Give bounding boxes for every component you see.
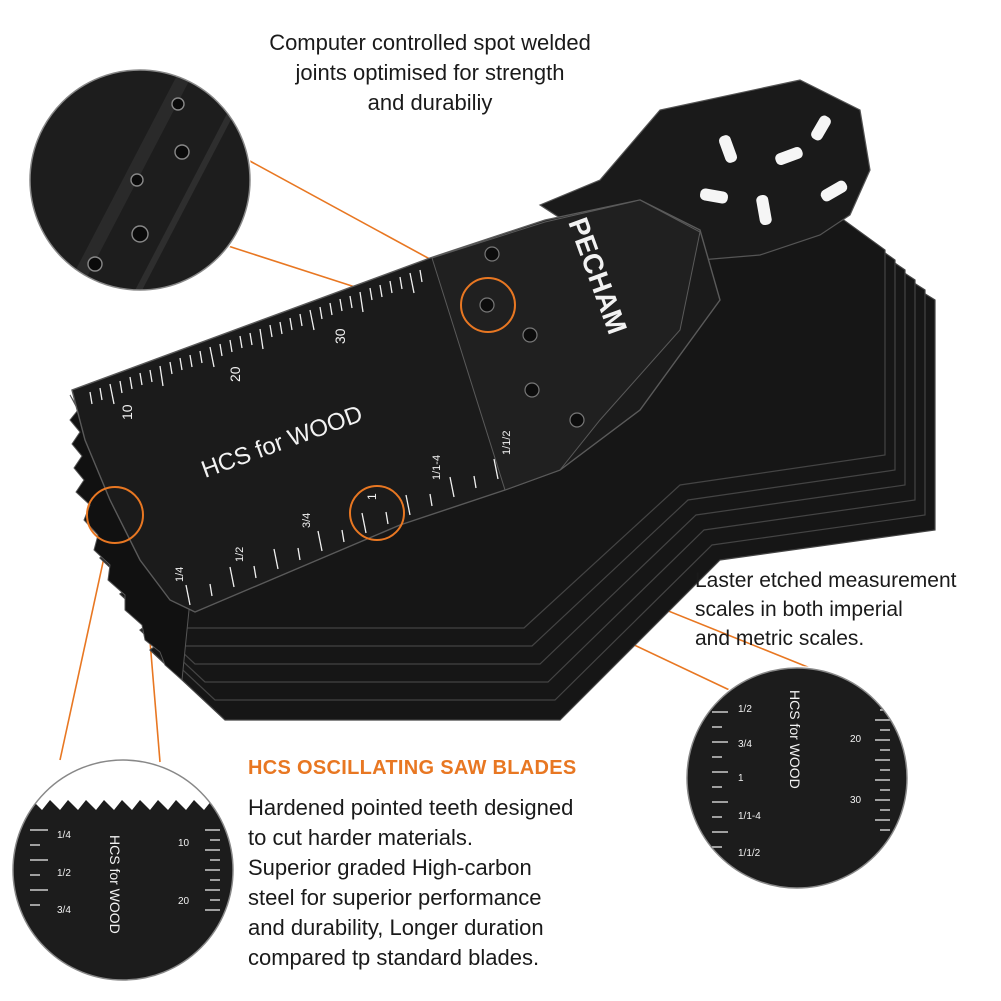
blade-metric-mark: 20 xyxy=(227,366,243,382)
zoom-teeth-imperial-mark: 3/4 xyxy=(57,905,71,916)
callout-line: scales in both imperial xyxy=(695,598,903,621)
blade-imperial-mark: 3/4 xyxy=(301,513,313,528)
callout-line: and metric scales. xyxy=(695,627,865,650)
zoom-scale-imperial-mark: 1/2 xyxy=(738,704,752,715)
zoom-scale-label: HCS for WOOD xyxy=(787,690,803,789)
zoom-weld-circle xyxy=(28,68,252,292)
callout-line: and durabiliy xyxy=(367,90,493,115)
callout-line: joints optimised for strength xyxy=(295,60,565,85)
zoom-teeth-label: HCS for WOOD xyxy=(107,835,123,934)
blade-imperial-mark: 1/2 xyxy=(234,547,246,562)
callout-line: Laster etched measurement xyxy=(695,569,957,592)
imperial-ticks xyxy=(185,458,499,606)
product-description: Hardened pointed teeth designed to cut h… xyxy=(248,793,668,973)
zoom-teeth-circle: 1/4 1/2 3/4 10 20 HCS for WOOD xyxy=(11,758,235,982)
description-line: compared tp standard blades. xyxy=(248,945,540,970)
blade-imperial-mark: 1 xyxy=(365,493,379,500)
blade-stack: 10 20 30 HCS for WOOD 1/4 1/2 3/4 1 1/1-… xyxy=(69,79,936,721)
product-headline: HCS OSCILLATING SAW BLADES xyxy=(248,757,577,779)
etched-callout-text: Laster etched measurement scales in both… xyxy=(695,566,1001,653)
description-line: steel for superior performance xyxy=(248,885,542,910)
zoom-scale-imperial-mark: 3/4 xyxy=(738,739,752,750)
blade-metric-mark: 30 xyxy=(332,328,348,344)
description-line: Hardened pointed teeth designed xyxy=(248,795,574,820)
zoom-scale-imperial-mark: 1/1/2 xyxy=(738,848,761,859)
zoom-scale-circle: 1/2 3/4 1 1/1-4 1/1/2 10 20 30 HCS for W… xyxy=(685,666,909,890)
description-line: Superior graded High-carbon xyxy=(248,855,532,880)
mount-star-slots xyxy=(699,115,848,226)
zoom-scale-metric-mark: 20 xyxy=(850,734,862,745)
zoom-scale-metric-mark: 30 xyxy=(850,795,862,806)
zoom-teeth-metric-mark: 20 xyxy=(178,896,190,907)
zoom-scale-imperial-mark: 1 xyxy=(738,773,744,784)
description-line: to cut harder materials. xyxy=(248,825,473,850)
zoom-scale-imperial-mark: 1/1-4 xyxy=(738,811,761,822)
description-line: and durability, Longer duration xyxy=(248,915,544,940)
blade-imperial-mark: 1/4 xyxy=(174,567,186,582)
spot-weld-dots xyxy=(479,246,585,428)
zoom-teeth-imperial-mark: 1/4 xyxy=(57,830,71,841)
blade-imperial-mark: 1/1/2 xyxy=(501,431,513,455)
weld-callout-text: Computer controlled spot welded joints o… xyxy=(200,28,660,118)
blade-metric-mark: 10 xyxy=(119,404,135,420)
zoom-teeth-imperial-mark: 1/2 xyxy=(57,868,71,879)
highlight-circles xyxy=(86,277,516,544)
callout-line: Computer controlled spot welded xyxy=(269,30,591,55)
zoom-teeth-metric-mark: 10 xyxy=(178,838,190,849)
blade-imperial-mark: 1/1-4 xyxy=(431,455,443,480)
metric-ticks xyxy=(89,269,423,405)
